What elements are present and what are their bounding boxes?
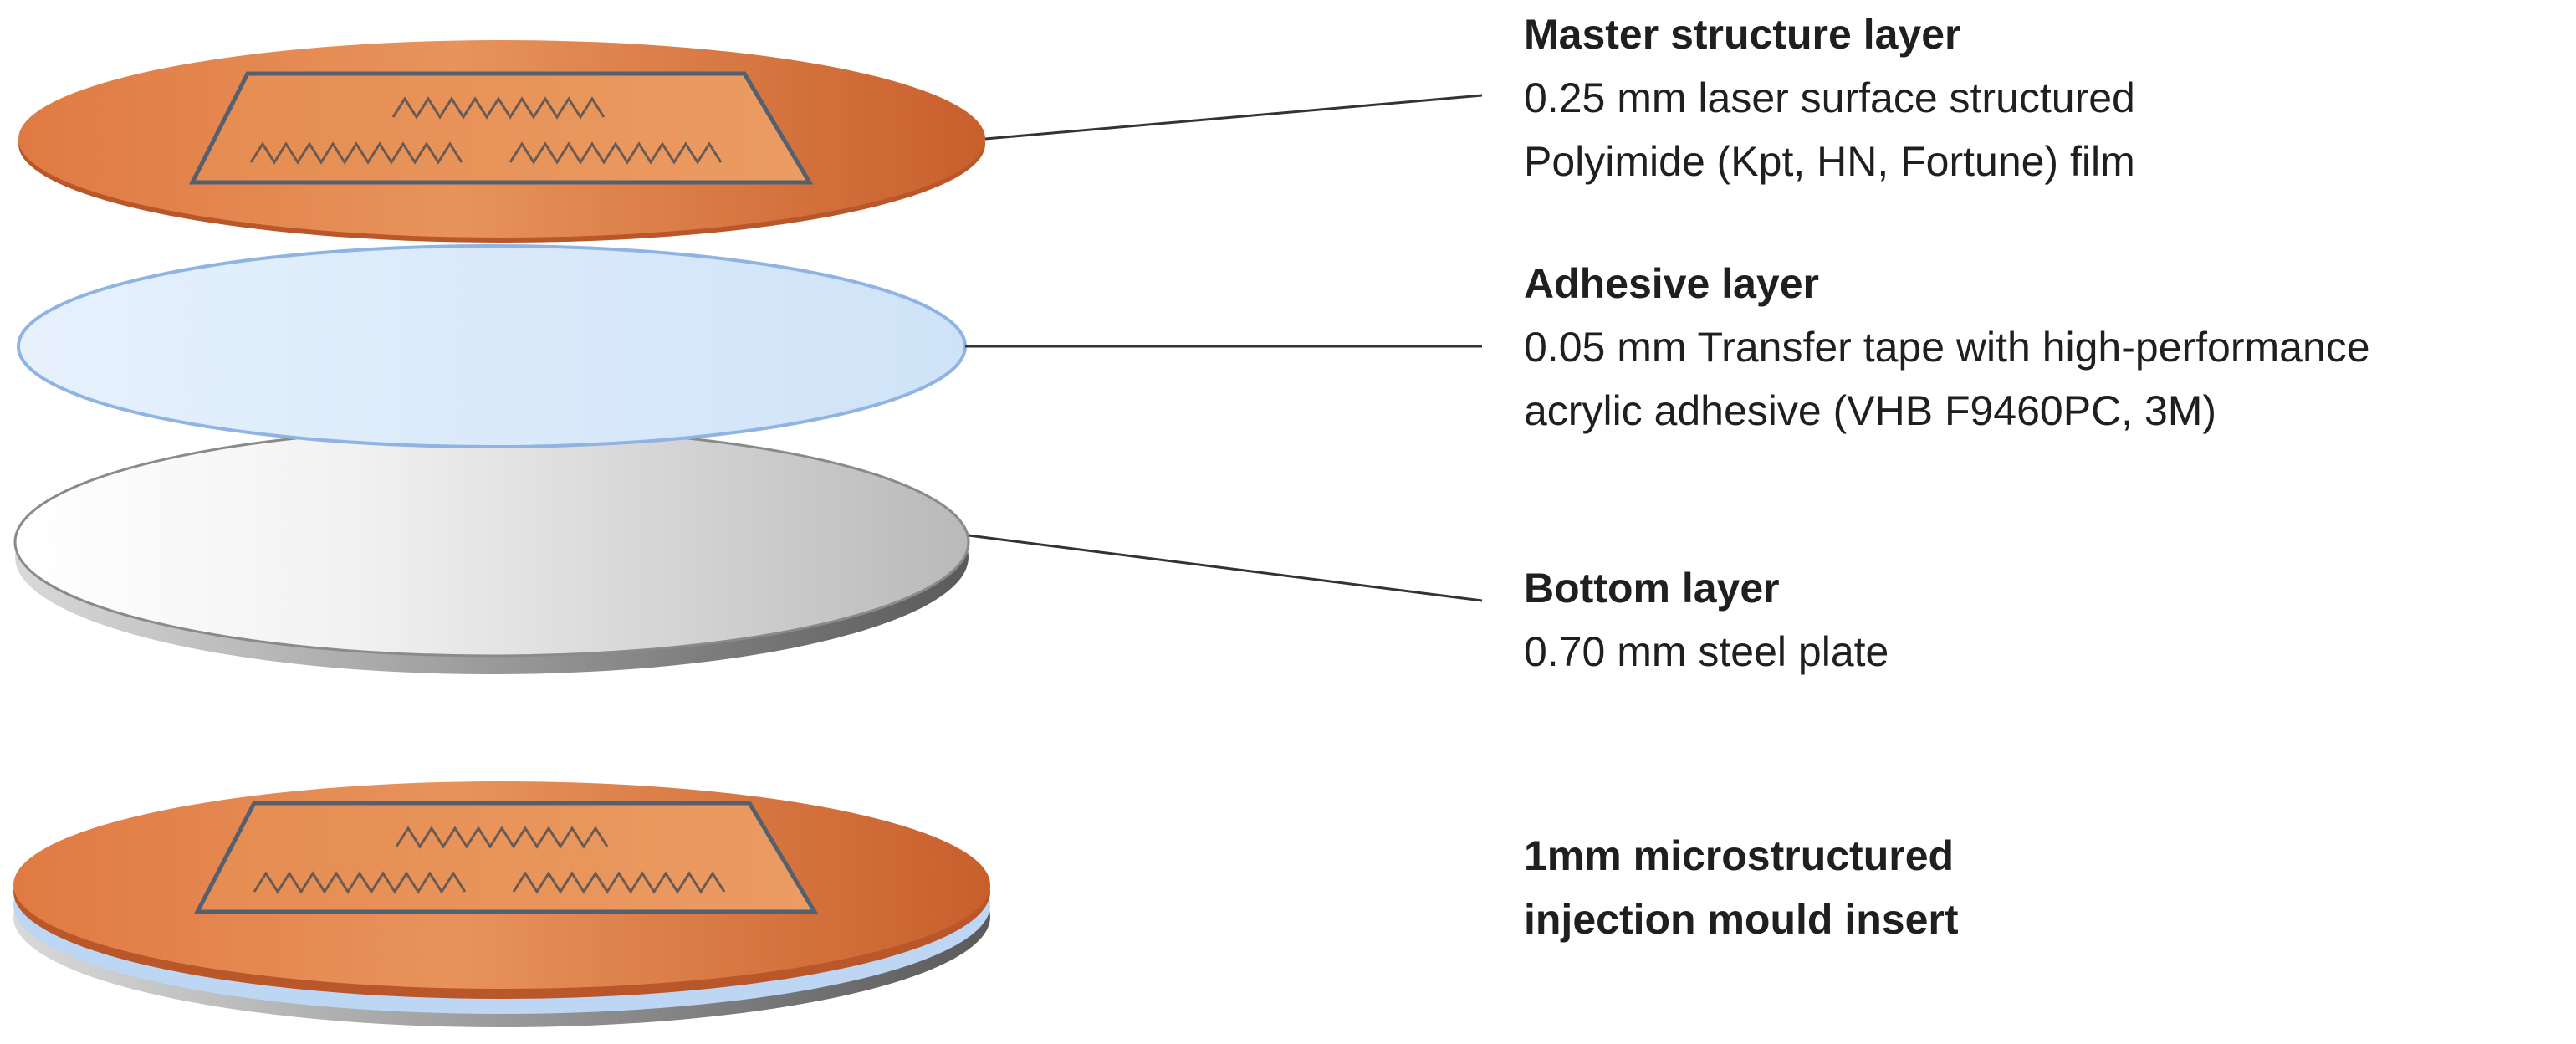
structure-area-insert (193, 801, 819, 914)
structure-area (188, 71, 814, 185)
master-layer-desc-1: 0.25 mm laser surface structured (1524, 74, 2135, 121)
steel-plate-disc (13, 427, 970, 674)
leader-line-master (984, 94, 1483, 141)
adhesive-layer-desc-1: 0.05 mm Transfer tape with high-performa… (1524, 324, 2370, 371)
insert-title-line-1: 1mm microstructured (1524, 832, 1954, 879)
zigzag-pattern-insert-top (395, 826, 609, 849)
adhesive-disc (17, 244, 967, 448)
zigzag-pattern-left (249, 141, 463, 165)
zigzag-pattern-top (391, 96, 606, 120)
zigzag-pattern-right (509, 141, 723, 165)
adhesive-layer-title: Adhesive layer (1524, 260, 1819, 307)
bottom-layer-title: Bottom layer (1524, 565, 1780, 612)
zigzag-pattern-insert-left (253, 871, 467, 894)
master-structure-disc (18, 40, 985, 243)
bottom-layer-desc-1: 0.70 mm steel plate (1524, 628, 1889, 675)
adhesive-layer-desc-2: acrylic adhesive (VHB F9460PC, 3M) (1524, 387, 2216, 434)
master-layer-desc-2: Polyimide (Kpt, HN, Fortune) film (1524, 138, 2135, 185)
insert-title-line-2: injection mould insert (1524, 896, 1959, 943)
master-layer-title: Master structure layer (1524, 11, 1960, 58)
zigzag-pattern-insert-right (512, 871, 726, 894)
leader-line-steel (968, 534, 1483, 602)
assembled-insert (13, 781, 990, 1027)
